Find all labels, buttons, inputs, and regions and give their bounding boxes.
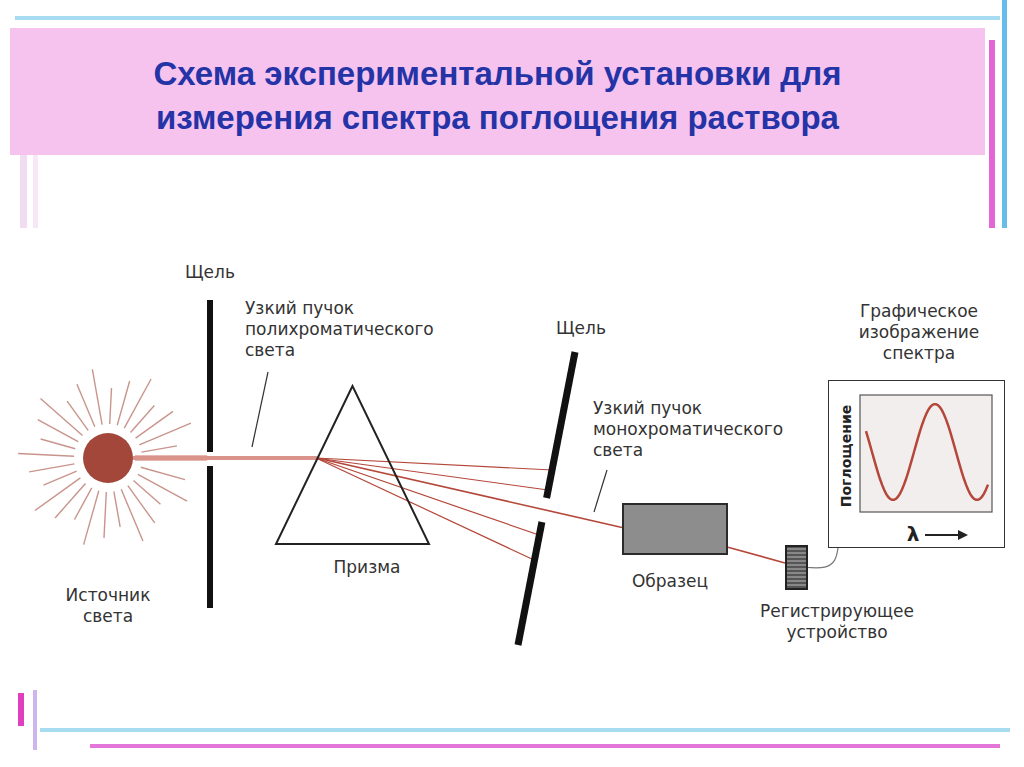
- ray: [316, 458, 539, 535]
- sun-ray: [141, 467, 185, 479]
- spectrum-curve: [866, 404, 988, 500]
- axis-arrow: [925, 534, 960, 536]
- prism-outline: [275, 385, 430, 545]
- frame-stripe: [33, 155, 38, 228]
- prism-shape: [276, 386, 429, 544]
- sun-ray: [38, 420, 78, 442]
- light-beam: [133, 456, 317, 460]
- spectrum-graph: Графическое изображение спектраПоглощени…: [828, 380, 1005, 548]
- slit: [547, 352, 575, 498]
- frame-stripe: [15, 16, 1000, 20]
- sun-ray: [114, 491, 120, 526]
- frame-stripe: [20, 155, 27, 228]
- node-label: Призма: [307, 557, 427, 578]
- sun-ray: [141, 446, 176, 452]
- slit: [207, 466, 213, 608]
- sun-ray: [124, 379, 151, 428]
- sun-ray: [41, 439, 76, 449]
- slit: [518, 522, 542, 645]
- frame-stripe: [989, 40, 995, 228]
- frame-stripe: [1002, 0, 1007, 228]
- node-label: Источник света: [48, 585, 168, 627]
- sun-ray: [43, 471, 76, 485]
- sun-ray: [110, 388, 112, 424]
- beam-label: Узкий пучок полихроматического света: [245, 298, 430, 361]
- sun-ray: [77, 384, 95, 426]
- sun-ray: [131, 406, 155, 433]
- sun-ray: [55, 483, 85, 517]
- sun-ray: [41, 398, 83, 435]
- sun-ray: [121, 489, 143, 541]
- node-label: Регистрирующее устройство: [742, 601, 932, 643]
- slit-label: Щель: [185, 262, 265, 283]
- detector: Регистрирующее устройство: [785, 545, 808, 590]
- sun-ray: [133, 481, 160, 505]
- slit-label: Щель: [556, 318, 636, 339]
- light-beam: [317, 458, 622, 527]
- frame-stripe: [33, 690, 37, 750]
- axis-label: Поглощение: [836, 391, 857, 521]
- light-beam: [728, 547, 785, 563]
- sun-ray: [128, 486, 155, 523]
- prism: Призма: [275, 385, 430, 545]
- axis-arrowhead: [958, 530, 968, 540]
- frame-stripe: [18, 693, 24, 726]
- sun-ray: [29, 464, 74, 472]
- sun-ray: [67, 401, 88, 430]
- sun-ray: [18, 454, 74, 457]
- sun-ray: [138, 474, 187, 501]
- sun-ray: [136, 411, 173, 438]
- signal-wire: [808, 548, 838, 568]
- sun-ray: [92, 369, 102, 424]
- sun-ray: [139, 423, 191, 445]
- node-label: Графическое изображение спектра: [837, 301, 1002, 364]
- sample-cell: Образец: [622, 503, 728, 555]
- ray: [316, 458, 552, 470]
- leader-line: [252, 372, 268, 447]
- beam-label: Узкий пучок монохроматического света: [593, 398, 803, 461]
- leader-line: [594, 470, 607, 512]
- slide-title: Схема экспериментальной установки для из…: [20, 52, 975, 140]
- light-source: Источник света: [83, 433, 133, 483]
- sun-ray: [104, 492, 106, 538]
- node-label: Образец: [610, 571, 730, 592]
- sun-ray: [35, 478, 80, 511]
- axis-label: λ: [898, 524, 928, 545]
- frame-stripe: [40, 728, 1010, 732]
- frame-stripe: [90, 744, 1000, 748]
- sun-ray: [117, 381, 129, 425]
- slit: [207, 300, 213, 452]
- plot-area: [860, 395, 992, 512]
